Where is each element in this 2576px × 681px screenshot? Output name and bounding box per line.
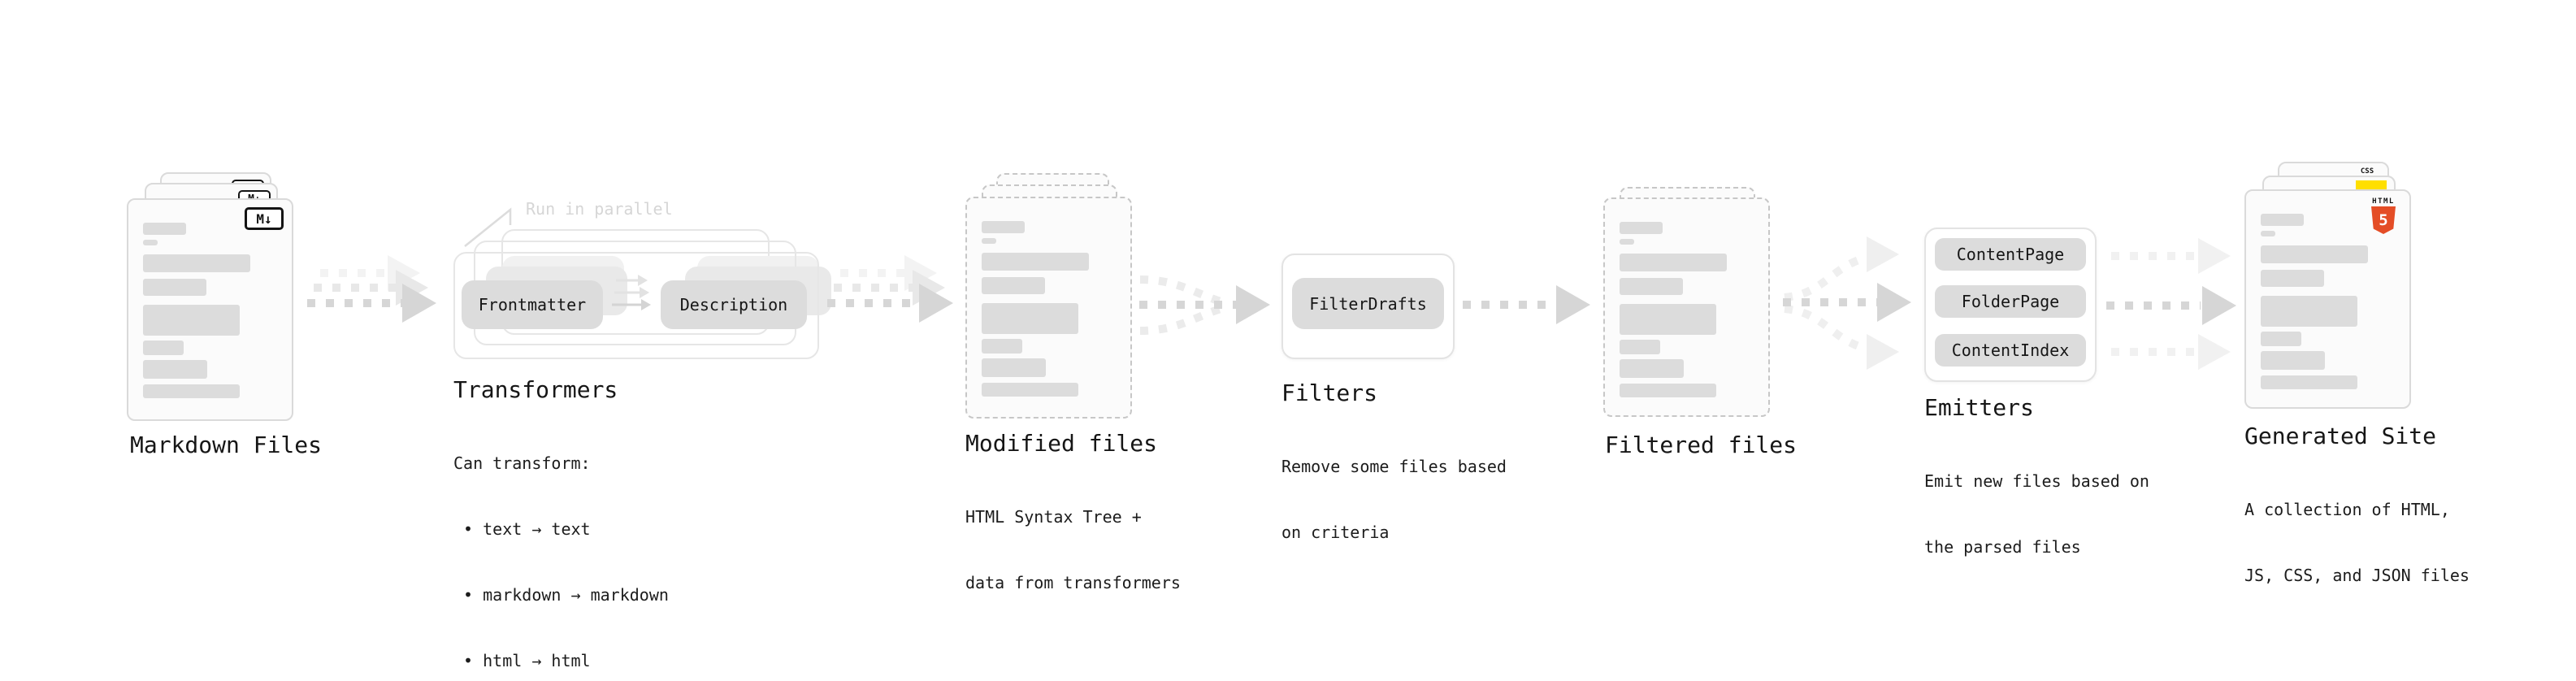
description-line: Can transform: (453, 453, 591, 473)
content-bar (2261, 296, 2357, 327)
description-line: Emit new files based on (1924, 471, 2149, 491)
arrow-markdown-to-transformers (307, 255, 436, 323)
document-content-placeholder (2261, 214, 2395, 389)
content-bar (2261, 332, 2301, 346)
description-line: Remove some files based (1281, 457, 1507, 476)
transformer-node-description: Description (661, 280, 807, 329)
content-bar (1620, 222, 1663, 234)
description-line: • markdown → markdown (453, 585, 669, 605)
description-line: data from transformers (965, 573, 1181, 592)
transformers-description: Can transform: • text → text • markdown … (453, 409, 669, 681)
html5-icon-word: HTML (2372, 197, 2395, 206)
transformer-container-front (453, 252, 819, 359)
filters-description: Remove some files based on criteria (1281, 412, 1507, 588)
markdown-files-stack: M↓ M↓ M↓ (127, 172, 293, 421)
css-icon-label: CSS (2360, 167, 2374, 176)
content-bar (143, 240, 158, 245)
document-content-placeholder (1620, 222, 1754, 397)
generated-file-card-html: HTML 5 (2244, 189, 2411, 409)
transformer-node-frontmatter: Frontmatter (462, 280, 603, 329)
emitter-node-folderpage: FolderPage (1935, 285, 2086, 318)
html5-icon-shield: 5 (2371, 206, 2396, 234)
document-content-placeholder (143, 223, 277, 398)
content-bar (982, 303, 1078, 334)
generated-site-label: Generated Site (2244, 423, 2437, 449)
content-bar (143, 360, 208, 379)
emitter-node-contentpage: ContentPage (1935, 238, 2086, 271)
content-bar (982, 358, 1047, 377)
content-bar (982, 221, 1025, 233)
content-bar (982, 383, 1078, 397)
content-bar (2261, 231, 2276, 236)
markdown-files-label: Markdown Files (130, 432, 323, 458)
arrow-modified-to-filters (1139, 275, 1270, 335)
modified-files-description: HTML Syntax Tree + data from transformer… (965, 462, 1181, 638)
content-bar (143, 384, 240, 398)
content-bar (2261, 351, 2326, 370)
emitters-label: Emitters (1924, 394, 2034, 421)
generated-site-stack: CSS HTML 5 (2244, 162, 2411, 409)
content-bar (1620, 359, 1685, 378)
filtered-file-card (1603, 197, 1770, 417)
arrow-filtered-to-emitters (1783, 236, 1911, 370)
markdown-file-card: M↓ (127, 198, 293, 421)
filter-node-filterdrafts: FilterDrafts (1292, 278, 1444, 329)
arrow-emitters-to-generated (2106, 238, 2236, 370)
content-bar (2261, 270, 2324, 287)
generated-site-description: A collection of HTML, JS, CSS, and JSON … (2244, 455, 2470, 631)
description-line: JS, CSS, and JSON files (2244, 566, 2470, 585)
html5-icon: HTML 5 (2367, 197, 2400, 234)
modified-file-card (965, 197, 1132, 419)
description-line: the parsed files (1924, 537, 2081, 557)
content-bar (1620, 278, 1683, 295)
content-bar (143, 254, 250, 272)
filters-label: Filters (1281, 380, 1378, 406)
emitter-node-contentindex: ContentIndex (1935, 334, 2086, 367)
document-content-placeholder (982, 221, 1116, 397)
content-bar (1620, 340, 1660, 354)
content-bar (143, 340, 184, 355)
content-bar (2261, 245, 2368, 263)
filtered-files-label: Filtered files (1605, 432, 1798, 458)
content-bar (1620, 254, 1727, 271)
run-in-parallel-annotation: Run in parallel (526, 199, 673, 219)
description-line: A collection of HTML, (2244, 500, 2450, 519)
modified-files-stack (965, 173, 1132, 419)
content-bar (2261, 214, 2304, 226)
transformers-label: Transformers (453, 376, 618, 403)
content-bar (143, 279, 206, 296)
description-line: on criteria (1281, 523, 1390, 542)
content-bar (2261, 375, 2357, 389)
arrow-filters-to-filtered (1463, 285, 1590, 324)
content-bar (1620, 239, 1635, 245)
content-bar (1620, 384, 1716, 397)
modified-files-label: Modified files (965, 430, 1158, 457)
emitters-description: Emit new files based on the parsed files (1924, 427, 2149, 602)
description-line: • html → html (453, 651, 591, 670)
arrow-transformers-to-modified (827, 255, 953, 323)
content-bar (982, 238, 997, 244)
content-bar (982, 253, 1089, 271)
description-line: • text → text (453, 519, 591, 539)
markdown-icon: M↓ (245, 207, 284, 230)
filtered-files-stack (1603, 187, 1770, 417)
content-bar (1620, 304, 1716, 335)
content-bar (982, 277, 1045, 294)
content-bar (143, 223, 186, 235)
description-line: HTML Syntax Tree + (965, 507, 1142, 527)
content-bar (143, 305, 240, 336)
content-bar (982, 339, 1022, 354)
